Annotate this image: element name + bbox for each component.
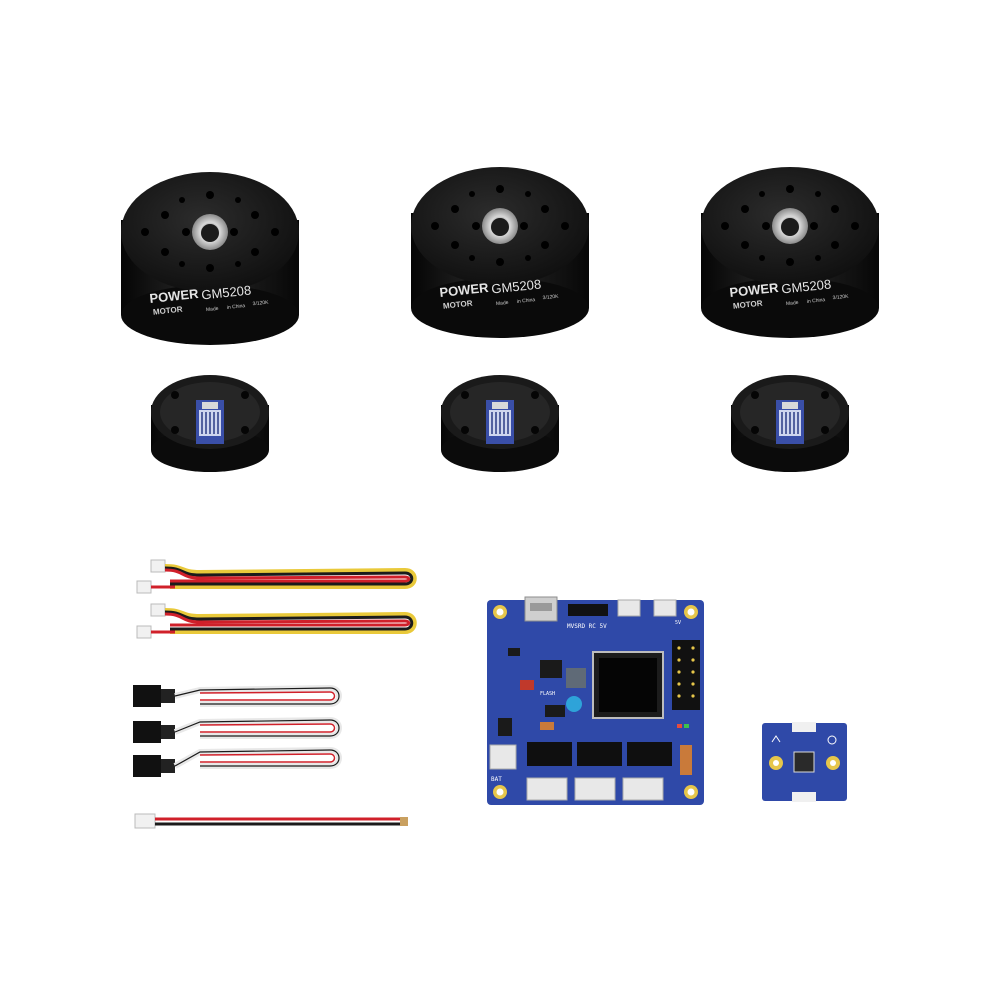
- motor-3: POWER MOTOR GM5208 Made in China 3/120K: [701, 167, 879, 338]
- spec-tag: 3/120K: [542, 294, 559, 302]
- motor-1: POWER MOTOR GM5208 Made in China 3/120K: [121, 172, 299, 345]
- in-china-text: in China: [807, 297, 826, 305]
- servo-cable-2: [133, 716, 342, 743]
- jst-cable-1: [136, 559, 417, 594]
- brand-bottom: MOTOR: [733, 299, 764, 311]
- made-text: Made: [496, 300, 509, 307]
- brand-top: POWER: [149, 286, 200, 306]
- encoder-mount-2: [441, 375, 559, 472]
- model-number: GM5208: [781, 276, 832, 296]
- power-cable: [134, 813, 408, 829]
- pin-label: 5V: [675, 620, 681, 626]
- brand-top: POWER: [439, 280, 490, 300]
- motor-connector: [622, 777, 664, 801]
- encoder-mount-3: [731, 375, 849, 472]
- flash-label: FLASH: [540, 691, 555, 697]
- encoder-mount-1: [151, 375, 269, 472]
- driver-chip: [627, 742, 672, 766]
- brand-top: POWER: [729, 280, 780, 300]
- controller-board: MVSRD RC 5V 5V FLASH BA: [487, 596, 704, 805]
- brand-bottom: MOTOR: [443, 299, 474, 311]
- servo-cable-3: [133, 746, 342, 777]
- spec-tag: 3/120K: [252, 300, 269, 308]
- motor-connector: [574, 777, 616, 801]
- in-china-text: in China: [517, 297, 536, 305]
- made-text: Made: [206, 306, 219, 313]
- driver-chip: [527, 742, 572, 766]
- driver-chip: [577, 742, 622, 766]
- model-number: GM5208: [491, 276, 542, 296]
- model-number: GM5208: [201, 282, 252, 302]
- in-china-text: in China: [227, 303, 246, 311]
- pin-block: [672, 640, 700, 710]
- bat-label: BAT: [491, 776, 502, 783]
- brand-bottom: MOTOR: [153, 305, 184, 317]
- motor-label: POWER MOTOR GM5208 Made in China 3/120K: [149, 282, 270, 317]
- potentiometer: [566, 696, 582, 712]
- imu-sensor-chip: [793, 751, 815, 773]
- pin-header: [568, 604, 608, 616]
- header-label: MVSRD RC 5V: [567, 623, 607, 630]
- jst-cable-2: [136, 603, 417, 639]
- spec-tag: 3/120K: [832, 294, 849, 302]
- motor-label: POWER MOTOR GM5208 Made in China 3/120K: [729, 276, 850, 311]
- made-text: Made: [786, 300, 799, 307]
- motor-2: POWER MOTOR GM5208 Made in China 3/120K: [411, 167, 589, 338]
- motor-label: POWER MOTOR GM5208 Made in China 3/120K: [439, 276, 560, 311]
- motor-connector: [526, 777, 568, 801]
- servo-cable-1: [133, 684, 342, 707]
- imu-board: [762, 722, 847, 802]
